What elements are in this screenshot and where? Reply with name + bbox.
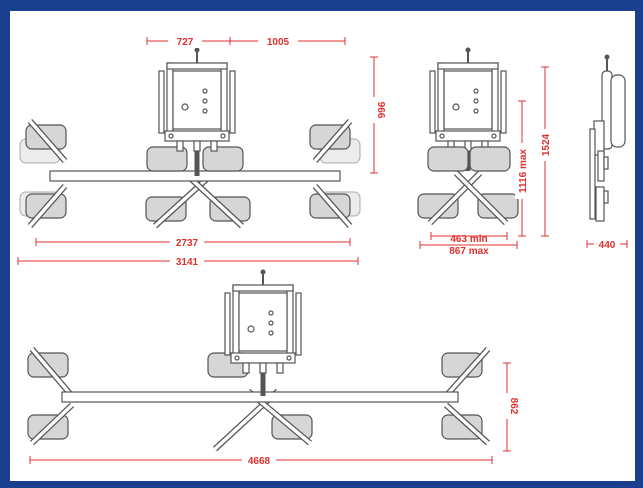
dimension-867-max: 867 max bbox=[449, 246, 489, 257]
dimension-1524: 1524 bbox=[541, 133, 552, 156]
top-middle-dimensions: 1116 max 1524 463 min 867 max bbox=[419, 66, 552, 257]
top-right-view bbox=[589, 54, 626, 222]
top-left-dimensions: 727 1005 966 2737 3141 bbox=[17, 34, 386, 268]
technical-drawing: 727 1005 966 2737 3141 bbox=[17, 34, 628, 467]
bottom-view bbox=[27, 268, 491, 452]
top-middle-view bbox=[417, 46, 519, 226]
dimension-966: 966 bbox=[375, 102, 386, 119]
dimension-3141: 3141 bbox=[176, 257, 199, 268]
dimension-862: 862 bbox=[508, 398, 519, 415]
top-right-dimensions: 440 bbox=[586, 237, 628, 251]
bottom-dimensions: 4668 862 bbox=[29, 362, 519, 467]
dimension-1005: 1005 bbox=[267, 37, 290, 48]
drawing-frame: 727 1005 966 2737 3141 bbox=[10, 11, 635, 481]
dimension-1116-max: 1116 max bbox=[518, 149, 529, 193]
top-left-view bbox=[19, 46, 361, 229]
dimension-2737: 2737 bbox=[176, 238, 199, 249]
dimension-440: 440 bbox=[599, 240, 616, 251]
dimension-727: 727 bbox=[177, 37, 194, 48]
dimension-463-min: 463 min bbox=[450, 234, 487, 245]
dimension-4668: 4668 bbox=[248, 456, 271, 467]
